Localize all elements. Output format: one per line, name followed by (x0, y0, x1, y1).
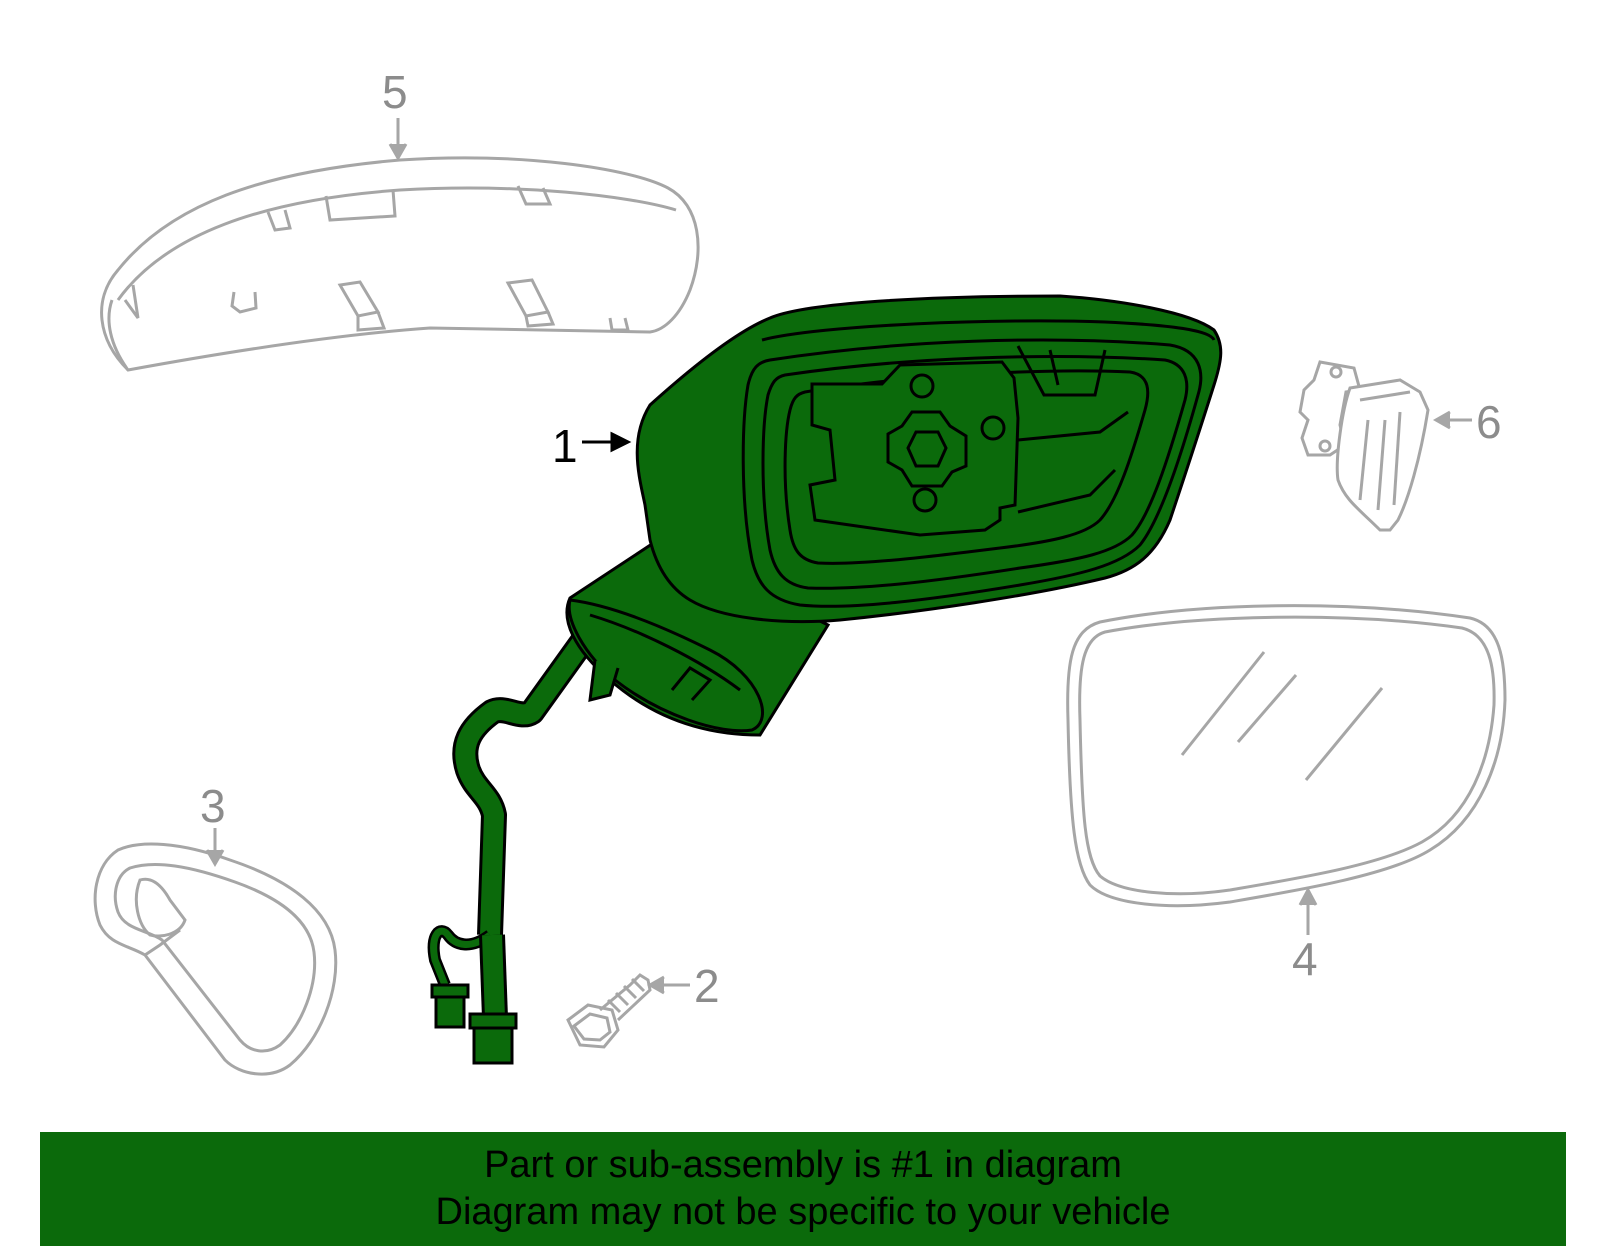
callout-5: 5 (382, 66, 408, 118)
part-3-cover-trim[interactable] (93, 828, 338, 1076)
callout-2: 2 (694, 960, 720, 1012)
callout-6: 6 (1476, 396, 1502, 448)
part-1-mirror-assembly[interactable] (427, 294, 1223, 1065)
info-banner: Part or sub-assembly is #1 in diagram Di… (40, 1132, 1566, 1246)
callout-1-arrow (582, 431, 632, 453)
part-2-bolt[interactable] (566, 973, 690, 1049)
part-4-mirror-glass[interactable] (1066, 604, 1507, 935)
banner-line-1: Part or sub-assembly is #1 in diagram (484, 1144, 1122, 1186)
callout-3: 3 (200, 780, 226, 832)
callout-1: 1 (552, 420, 578, 472)
callout-4: 4 (1292, 933, 1318, 985)
banner-line-2: Diagram may not be specific to your vehi… (435, 1191, 1171, 1233)
part-5-mirror-cover[interactable] (100, 118, 700, 372)
part-6-turn-signal-lamp[interactable] (1298, 360, 1472, 532)
